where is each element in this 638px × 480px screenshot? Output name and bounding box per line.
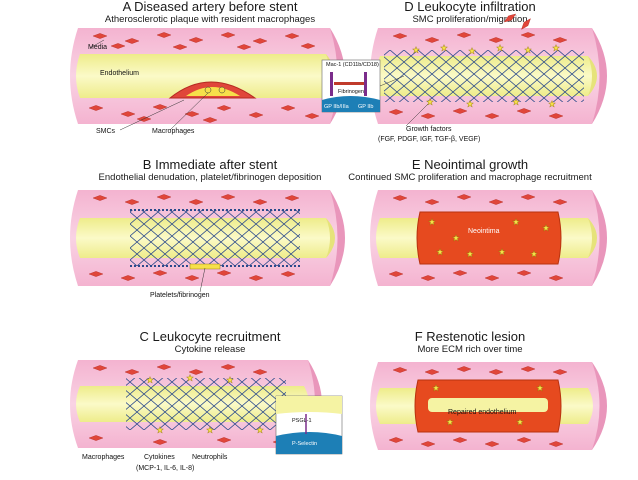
panel-d-title: D Leukocyte infiltration	[404, 0, 536, 14]
label-gp-right: GP IIb	[358, 104, 374, 110]
panel-c-title: C Leukocyte recruitment	[139, 329, 281, 344]
panel-d-subtitle: SMC proliferation/migration	[412, 14, 528, 25]
label-macrophages: Macrophages	[152, 128, 195, 135]
label-growth-list: (FGF, PDGF, IGF, TGF-β, VEGF)	[378, 136, 481, 143]
label-platelets: Platelets/fibrinogen	[150, 292, 210, 299]
panel-c-subtitle: Cytokine release	[174, 344, 246, 355]
label-pselectin: P-Selectin	[292, 441, 318, 447]
leukocyte-recruitment-diagram	[70, 360, 343, 455]
panel-b: B Immediate after stent Endothelial denu…	[60, 158, 360, 308]
macrophage-icon	[204, 86, 212, 94]
neointimal-growth-diagram	[370, 190, 607, 286]
panel-a: A Diseased artery before stent Atheroscl…	[60, 0, 360, 150]
stent-deployment-diagram	[70, 190, 345, 293]
label-media: Media	[88, 44, 108, 51]
label-neointima: Neointima	[468, 228, 500, 235]
label-gp-left: GP IIb/IIIa	[324, 104, 349, 110]
panel-b-title: B Immediate after stent	[142, 157, 278, 172]
panel-a-subtitle: Atherosclerotic plaque with resident mac…	[104, 14, 316, 25]
stent	[384, 50, 584, 102]
neointima	[416, 211, 562, 265]
panel-b-subtitle: Endothelial denudation, platelet/fibrino…	[98, 172, 322, 183]
stent	[130, 210, 300, 266]
label-mac1: Mac-1 (CD11b/CD18)	[326, 62, 379, 68]
label-cytokines: Cytokines	[144, 454, 175, 461]
macrophage-icon	[218, 86, 226, 94]
panel-e-subtitle: Continued SMC proliferation and macropha…	[348, 172, 592, 183]
panel-e-title: E Neointimal growth	[411, 157, 529, 172]
label-neutrophils: Neutrophils	[192, 454, 228, 461]
panel-c: C Leukocyte recruitment Cytokine release…	[60, 330, 360, 480]
panel-a-title: A Diseased artery before stent	[122, 0, 298, 14]
label-repaired-endothelium: Repaired endothelium	[448, 409, 517, 416]
label-macrophages: Macrophages	[82, 454, 125, 461]
panel-f: F Restenotic lesion More ECM rich over t…	[320, 330, 620, 480]
leukocyte-infiltration-diagram	[321, 11, 607, 127]
panel-d: D Leukocyte infiltration SMC proliferati…	[320, 0, 620, 150]
panel-e: E Neointimal growth Continued SMC prolif…	[320, 158, 620, 308]
vessel-lumen	[76, 54, 331, 98]
stent	[126, 378, 286, 430]
restenotic-lesion-diagram	[370, 362, 607, 450]
label-cytokine-list: (MCP-1, IL-6, IL-8)	[136, 465, 195, 472]
label-endothelium: Endothelium	[100, 70, 139, 77]
label-smcs: SMCs	[96, 128, 116, 135]
label-fibrinogen: Fibrinogen	[338, 89, 364, 95]
panel-f-title: F Restenotic lesion	[414, 329, 526, 344]
repaired-endothelium	[428, 398, 548, 412]
label-growth-factors: Growth factors	[406, 126, 452, 133]
label-psgl: PSGL-1	[292, 418, 312, 424]
panel-f-subtitle: More ECM rich over time	[417, 344, 523, 355]
